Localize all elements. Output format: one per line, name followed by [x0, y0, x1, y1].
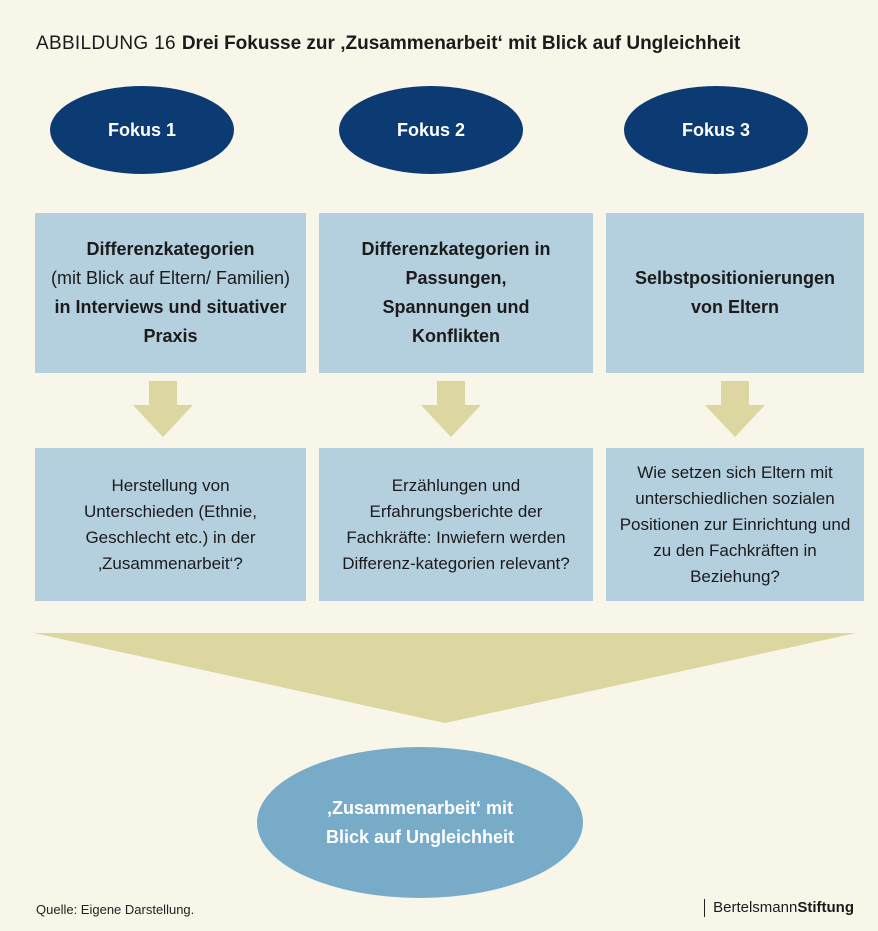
logo-part-2: Stiftung [797, 899, 854, 916]
focus-1-category-text: Differenzkategorien (mit Blick auf Elter… [43, 235, 298, 351]
source-note: Quelle: Eigene Darstellung. [36, 902, 195, 917]
focus-2-category-box: Differenzkategorien in Passungen, Spannu… [319, 213, 593, 373]
focus-1-oval: Fokus 1 [50, 86, 234, 174]
focus-1-category-part-2: (mit Blick auf Eltern/ Familien) [50, 268, 291, 288]
focus-3-category-box: Selbstpositionierungen von Eltern [606, 213, 864, 373]
figure-number: ABBILDUNG 16 [36, 33, 176, 54]
focus-2-oval: Fokus 2 [339, 86, 523, 174]
focus-3-question-box: Wie setzen sich Eltern mit unterschiedli… [606, 448, 864, 601]
result-ellipse: ‚Zusammenarbeit‘ mit Blick auf Ungleichh… [257, 747, 583, 898]
focus-3-oval: Fokus 3 [624, 86, 808, 174]
focus-3-arrow-icon [705, 381, 765, 437]
focus-1-question-box: Herstellung von Unterschieden (Ethnie, G… [35, 448, 306, 601]
focus-1-category-part-1: Differenzkategorien [86, 239, 255, 259]
focus-2-arrow-icon [421, 381, 481, 437]
figure-heading: Drei Fokusse zur ‚Zusammenarbeit‘ mit Bl… [181, 33, 741, 54]
funnel-arrow-icon [34, 633, 856, 723]
focus-1-arrow-icon [133, 381, 193, 437]
result-text: ‚Zusammenarbeit‘ mit Blick auf Ungleichh… [325, 797, 515, 847]
logo-part-1: Bertelsmann [713, 899, 798, 916]
focus-2-question-box: Erzählungen und Erfahrungsberichte der F… [319, 448, 593, 601]
focus-1-category-part-3: in Interviews und situativer Praxis [54, 297, 287, 346]
focus-1-category-box: Differenzkategorien (mit Blick auf Elter… [35, 213, 306, 373]
bertelsmann-logo: BertelsmannStiftung [704, 899, 854, 917]
